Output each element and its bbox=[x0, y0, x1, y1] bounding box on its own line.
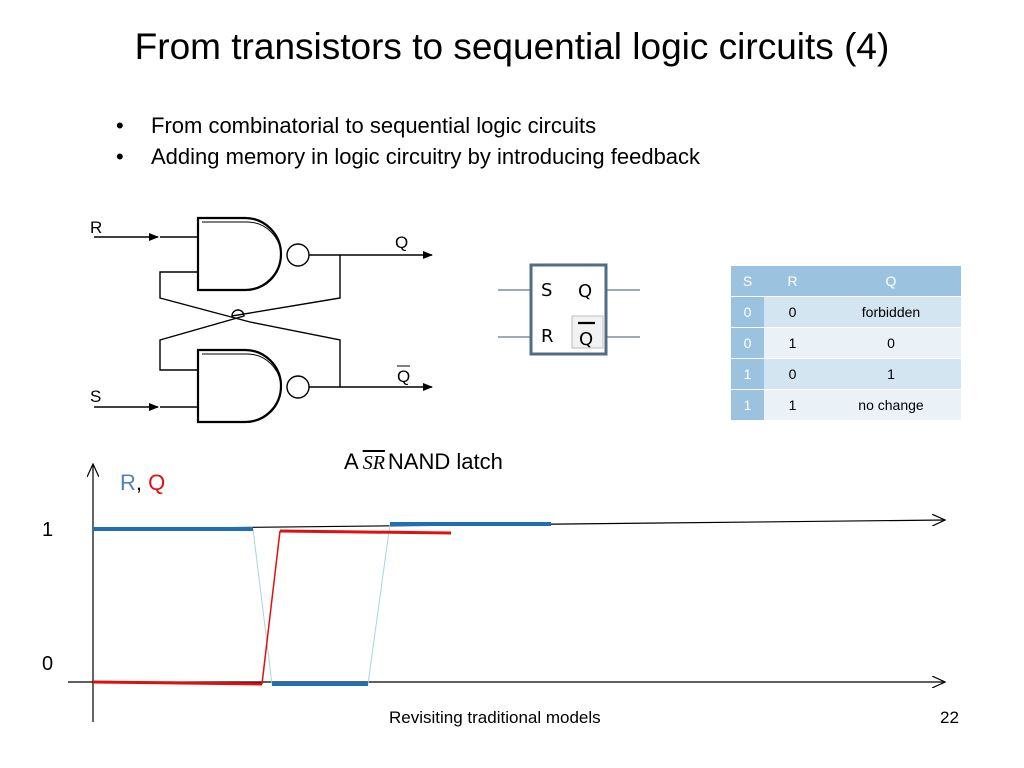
legend-separator: , bbox=[135, 470, 143, 495]
legend-r: R bbox=[120, 470, 136, 495]
r-transition-rise bbox=[367, 523, 391, 685]
circuit-label-q: Q bbox=[395, 233, 408, 252]
header-q: Q bbox=[821, 266, 961, 297]
table-row: 0 0 forbidden bbox=[731, 296, 961, 328]
footer-text: Revisiting traditional models bbox=[389, 708, 601, 727]
cell-s: 1 bbox=[731, 358, 764, 390]
bullet-item: From combinatorial to sequential logic c… bbox=[112, 110, 700, 141]
table-row: 1 1 no change bbox=[731, 389, 961, 421]
truth-table: S R Q 0 0 forbidden 0 1 0 1 0 1 1 1 no c… bbox=[731, 266, 961, 421]
cell-q: forbidden bbox=[821, 296, 961, 328]
cell-q: 1 bbox=[821, 358, 961, 390]
circuit-label-r: R bbox=[90, 218, 102, 237]
page-number: 22 bbox=[940, 708, 959, 727]
cell-r: 1 bbox=[764, 389, 821, 421]
bullet-item: Adding memory in logic circuitry by intr… bbox=[112, 141, 700, 172]
legend-q: Q bbox=[148, 470, 166, 495]
table-row: 1 0 1 bbox=[731, 358, 961, 390]
circuit-label-s: S bbox=[90, 387, 101, 406]
nand-latch-circuit bbox=[94, 216, 433, 424]
cell-q: no change bbox=[821, 389, 961, 421]
cell-r: 0 bbox=[764, 358, 821, 390]
feedback-wire-qbar bbox=[159, 271, 341, 387]
caption-suffix: NAND latch bbox=[387, 449, 503, 474]
cell-r: 0 bbox=[764, 296, 821, 328]
slide-title: From transistors to sequential logic cir… bbox=[134, 26, 890, 67]
bullet-list: From combinatorial to sequential logic c… bbox=[112, 110, 700, 172]
latch-pin-r: R bbox=[541, 326, 554, 347]
q-signal-low bbox=[92, 680, 263, 686]
y-label-low: 0 bbox=[42, 653, 54, 675]
caption-prefix: A bbox=[344, 449, 359, 474]
cell-s: 0 bbox=[731, 327, 764, 359]
nand-gate-bottom bbox=[196, 348, 310, 424]
timing-chart bbox=[68, 464, 945, 722]
latch-pin-s: S bbox=[541, 280, 552, 301]
table-row: 0 1 0 bbox=[731, 327, 961, 359]
latch-pin-qbar: Q bbox=[579, 329, 593, 350]
truth-table-header: S R Q bbox=[731, 266, 961, 297]
latch-pin-q: Q bbox=[578, 281, 592, 302]
cell-s: 1 bbox=[731, 389, 764, 421]
r-transition-fall bbox=[252, 528, 273, 685]
cell-q: 0 bbox=[821, 327, 961, 359]
circuit-label-qbar: Q bbox=[397, 367, 410, 386]
cell-r: 1 bbox=[764, 327, 821, 359]
caption-overbar-sr: SR bbox=[362, 452, 385, 474]
header-r: R bbox=[764, 266, 821, 297]
header-s: S bbox=[731, 266, 764, 297]
q-signal-rise bbox=[261, 530, 281, 685]
q-signal-high bbox=[279, 529, 452, 535]
nand-gate-top bbox=[196, 216, 310, 292]
sr-latch-symbol bbox=[498, 263, 640, 356]
feedback-wire-q bbox=[159, 255, 341, 371]
y-label-high: 1 bbox=[42, 519, 54, 541]
chart-legend: R, Q bbox=[120, 470, 165, 496]
cell-s: 0 bbox=[731, 296, 764, 328]
